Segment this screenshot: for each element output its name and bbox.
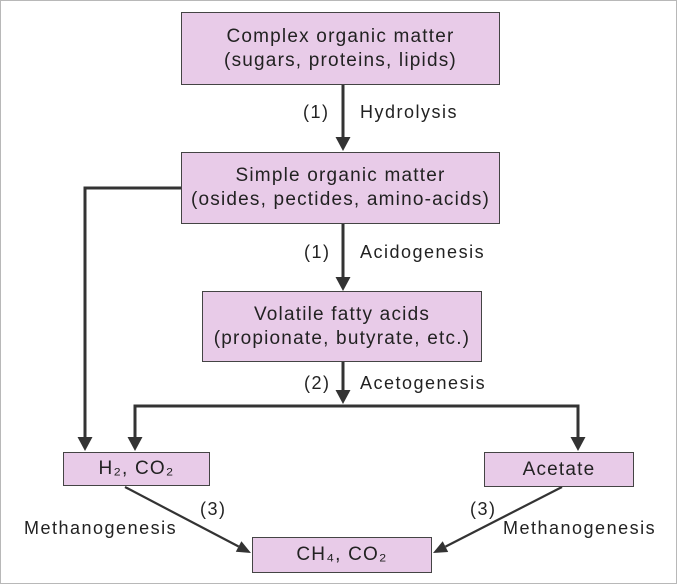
step-number-hydrolysis: (1) — [303, 102, 330, 122]
step-label-acidogenesis: Acidogenesis — [360, 242, 486, 262]
box-complex-organic-matter: Complex organic matter (sugars, proteins… — [181, 12, 500, 85]
arrow-acetate-to-ch4co2 — [433, 486, 563, 553]
box-h2-co2: H₂, CO₂ — [63, 452, 210, 486]
box-volatile-fatty-acids: Volatile fatty acids (propionate, butyra… — [202, 291, 482, 362]
arrow-acetogenesis — [335, 362, 351, 404]
box-subtitle: (osides, pectides, amino-acids) — [190, 189, 491, 210]
arrow-h2co2-to-ch4co2 — [124, 486, 251, 553]
box-title: CH₄, CO₂ — [296, 544, 388, 565]
box-subtitle: (sugars, proteins, lipids) — [224, 49, 457, 71]
step-label-acetogenesis: Acetogenesis — [360, 373, 487, 393]
step-number-methanogenesis-left: (3) — [200, 499, 227, 519]
step-number-methanogenesis-right: (3) — [470, 499, 497, 519]
box-title: Simple organic matter — [235, 165, 446, 186]
arrow-simple-to-h2co2 — [77, 186, 181, 451]
box-subtitle: (propionate, butyrate, etc.) — [213, 327, 471, 349]
arrow-split-to-acetate — [570, 404, 586, 451]
box-title: Acetate — [522, 458, 596, 480]
arrow-hydrolysis — [335, 85, 351, 151]
arrow-acidogenesis — [335, 224, 351, 291]
step-label-methanogenesis-right: Methanogenesis — [503, 518, 657, 538]
box-title: Volatile fatty acids — [253, 303, 431, 325]
box-title: H₂, CO₂ — [98, 458, 175, 479]
step-number-acetogenesis: (2) — [304, 373, 331, 393]
step-label-hydrolysis: Hydrolysis — [360, 102, 459, 122]
arrow-split-to-h2co2 — [127, 404, 143, 451]
box-acetate: Acetate — [484, 452, 634, 487]
box-ch4-co2: CH₄, CO₂ — [252, 537, 432, 573]
step-label-methanogenesis-left: Methanogenesis — [24, 518, 178, 538]
box-title: Complex organic matter — [226, 25, 455, 47]
step-number-acidogenesis: (1) — [304, 242, 331, 262]
box-simple-organic-matter: Simple organic matter (osides, pectides,… — [181, 152, 500, 224]
